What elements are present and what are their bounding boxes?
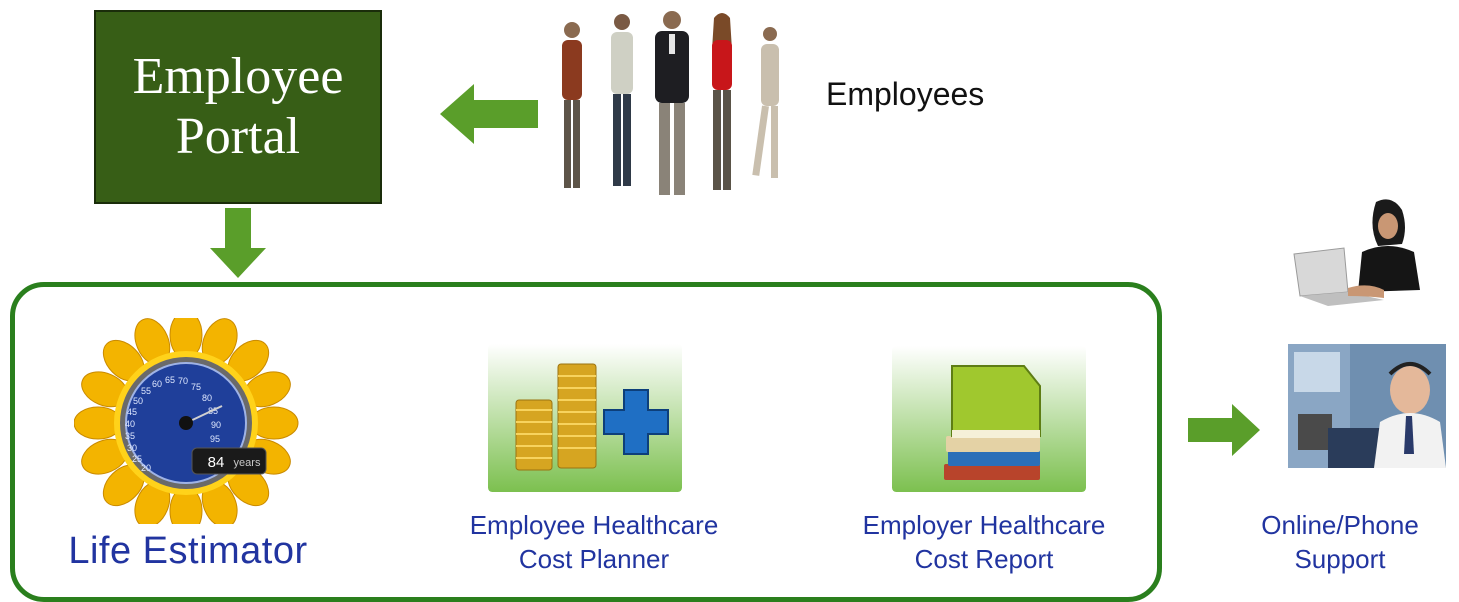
cost-report-label-line2: Cost Report: [914, 544, 1054, 574]
phone-support-image: [1288, 344, 1446, 468]
cost-planner-label: Employee Healthcare Cost Planner: [424, 508, 764, 576]
age-value: 84: [208, 454, 225, 471]
employees-label: Employees: [826, 76, 985, 112]
life-estimator-icon[interactable]: 20 25 30 35 40 45 50 55 60 65 70 75 80 8…: [74, 318, 306, 524]
monitor: [1298, 414, 1332, 450]
dial-hub: [179, 416, 193, 430]
sunflower-petals: [74, 318, 299, 524]
dial-num-80: 80: [202, 393, 212, 403]
support-label-line1: Online/Phone: [1261, 510, 1419, 540]
woman-figure: [1348, 199, 1420, 298]
arrow-right-icon: [1188, 404, 1260, 456]
age-readout-box: [191, 447, 267, 475]
employees-group-image: [562, 11, 779, 195]
cost-planner-label-line2: Cost Planner: [518, 544, 670, 574]
cost-planner-label-line1: Employee Healthcare: [469, 510, 719, 540]
dial-num-95: 95: [210, 434, 220, 444]
dial-num-20: 20: [141, 463, 151, 473]
dial-num-60: 60: [152, 379, 162, 389]
person-4: [712, 13, 732, 190]
cost-report-icon[interactable]: [892, 346, 1086, 492]
online-support-image: [1293, 199, 1420, 306]
support-label-line2: Support: [1294, 544, 1386, 574]
dial-num-40: 40: [125, 419, 135, 429]
person-3: [655, 11, 689, 195]
headset-icon: [1388, 362, 1432, 376]
dial-num-90: 90: [211, 420, 221, 430]
man-head: [1390, 366, 1430, 414]
portal-title-line1: Employee: [132, 48, 344, 105]
dial-num-25: 25: [132, 454, 142, 464]
portal-title-line2: Portal: [175, 108, 301, 165]
dial-num-55: 55: [141, 386, 151, 396]
cost-report-label: Employer Healthcare Cost Report: [814, 508, 1154, 576]
dial-num-50: 50: [133, 396, 143, 406]
person-1: [562, 22, 582, 188]
age-unit: years: [234, 457, 261, 469]
books-stack: [944, 365, 1041, 480]
person-5: [752, 27, 779, 178]
cost-report-label-line1: Employer Healthcare: [862, 510, 1106, 540]
life-estimator-label: Life Estimator: [68, 530, 308, 572]
arrow-left-icon: [440, 84, 538, 144]
dial-num-70: 70: [178, 376, 188, 386]
employee-portal-box[interactable]: Employee Portal: [94, 10, 382, 204]
support-label: Online/Phone Support: [1230, 508, 1450, 576]
dial-num-30: 30: [127, 443, 137, 453]
dial-num-75: 75: [191, 382, 201, 392]
dial-num-45: 45: [127, 407, 137, 417]
arrow-down-icon: [210, 208, 266, 278]
person-2: [611, 14, 633, 186]
cost-planner-icon[interactable]: [488, 344, 682, 492]
dial-num-35: 35: [125, 431, 135, 441]
dial-num-65: 65: [165, 375, 175, 385]
plus-icon: [603, 389, 669, 455]
